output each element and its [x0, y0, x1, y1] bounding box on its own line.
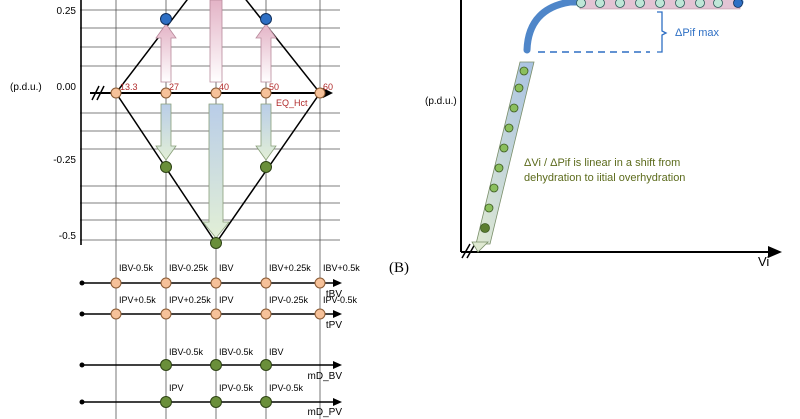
saturation-curve — [523, 0, 744, 54]
panel-b-label: (B) — [389, 260, 409, 276]
mdpv-label-1: IPV — [169, 383, 184, 393]
mdpv-axis — [79, 396, 342, 408]
hct-tick-40: 40 — [219, 82, 229, 92]
node-blue-right — [260, 13, 272, 25]
delta-brace — [657, 11, 668, 53]
panel-a-y-unit: (p.d.u.) — [10, 82, 42, 93]
y-tick-0.25: 0.25 — [57, 6, 77, 17]
y-tick-0.00: 0.00 — [57, 82, 77, 93]
panel-b-y-unit: (p.d.u.) — [425, 96, 457, 107]
tbv-label-3: IBV — [219, 263, 234, 273]
node-blue-left — [160, 13, 172, 25]
tpv-label-3: IPV — [219, 295, 234, 305]
tpv-label-2: IPV+0.25k — [169, 295, 211, 305]
linear-shift-arrow — [475, 61, 535, 245]
panel-a: 0.25 0.00 -0.25 -0.5 (p.d.u.) — [10, 0, 360, 419]
eq-hct-label: EQ_Hct — [276, 98, 308, 108]
tpv-label-1: IPV+0.5k — [119, 295, 156, 305]
linear-note-line2: dehydration to iitial overhydration — [524, 172, 685, 184]
tbv-label-4: IBV+0.25k — [269, 263, 311, 273]
tpv-label-4: IPV-0.25k — [269, 295, 309, 305]
tpv-axis-label: tPV — [326, 320, 342, 331]
hct-axis-arrowhead — [323, 88, 333, 98]
mdbv-label-2: IBV-0.5k — [219, 347, 254, 357]
plateau-points — [576, 0, 743, 8]
node-green-bottom — [210, 237, 222, 249]
tbv-label-1: IBV-0.5k — [119, 263, 154, 273]
panel-b-x-label: Vi — [758, 254, 769, 269]
tbv-axis-label: tBV — [326, 289, 342, 300]
mdpv-label-3: IPV-0.5k — [269, 383, 304, 393]
arrows-up — [155, 0, 277, 83]
node-green-left — [160, 161, 172, 173]
tpv-label-5: IPV-0.5k — [323, 295, 358, 305]
mdpv-axis-label: mD_PV — [308, 407, 343, 418]
linear-points — [480, 66, 529, 233]
hct-nodes — [110, 87, 326, 99]
panel-b-axis-break — [461, 243, 476, 259]
hct-tick-13.3: 13.3 — [120, 82, 138, 92]
tbv-axis — [79, 277, 342, 289]
y-tick-minus-0.5: -0.5 — [59, 231, 77, 242]
node-green-right — [260, 161, 272, 173]
axis-break-mark — [91, 85, 105, 101]
tpv-axis — [79, 308, 342, 320]
hct-tick-27: 27 — [169, 82, 179, 92]
y-tick-minus-0.25: -0.25 — [53, 155, 76, 166]
hct-tick-50: 50 — [269, 82, 279, 92]
arrows-down — [155, 103, 277, 239]
panel-b: (B) (p.d.u.) Vi — [389, 0, 782, 276]
tbv-label-2: IBV-0.25k — [169, 263, 209, 273]
mdbv-label-3: IBV — [269, 347, 284, 357]
mdbv-axis-label: mD_BV — [308, 371, 343, 382]
mdpv-label-2: IPV-0.5k — [219, 383, 254, 393]
mdbv-axis — [79, 359, 342, 371]
delta-pif-max-label: ΔPif max — [675, 27, 720, 39]
hct-tick-60: 60 — [323, 82, 333, 92]
linear-shift-arrowhead — [471, 241, 489, 253]
panel-b-x-arrowhead — [768, 246, 782, 258]
tbv-label-5: IBV+0.5k — [323, 263, 360, 273]
linear-note-line1: ΔVi / ΔPif is linear in a shift from — [524, 157, 680, 169]
mdbv-label-1: IBV-0.5k — [169, 347, 204, 357]
